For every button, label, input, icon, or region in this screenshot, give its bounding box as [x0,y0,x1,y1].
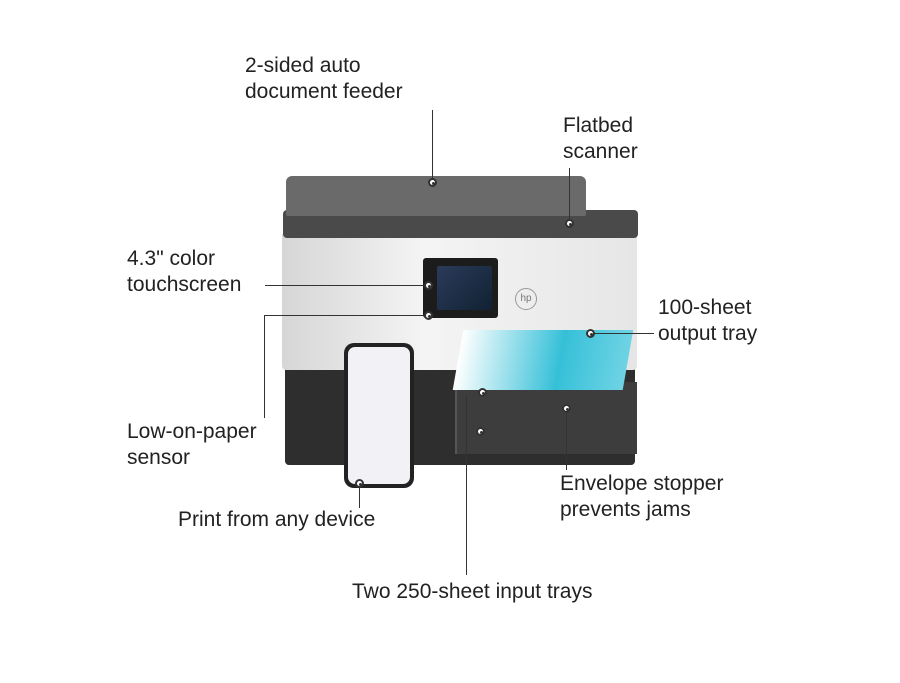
adf-leader [432,110,433,182]
phone [344,343,414,488]
input-tray-marker-2 [476,427,485,436]
input-trays-label: Two 250-sheet input trays [352,580,593,603]
scanner-leader [569,168,570,220]
envelope-leader [566,413,567,470]
input-tray-marker-1 [478,388,487,397]
sensor-leader-h [264,315,426,316]
hp-logo: hp [515,288,537,310]
sensor-leader-v [264,315,265,418]
device-marker [355,479,364,488]
output-tray-marker [586,329,595,338]
sensor-marker [424,311,433,320]
output-tray-leader [592,333,654,334]
device-leader [359,488,360,508]
scanner-marker [565,219,574,228]
adf-marker [428,178,437,187]
touchscreen-leader [265,285,425,286]
device-label: Print from any device [178,508,376,531]
input-trays-leader [466,395,467,575]
touchscreen-panel [423,258,498,318]
output-tray-paper [452,330,634,390]
touchscreen-marker [424,281,433,290]
envelope-marker [562,404,571,413]
